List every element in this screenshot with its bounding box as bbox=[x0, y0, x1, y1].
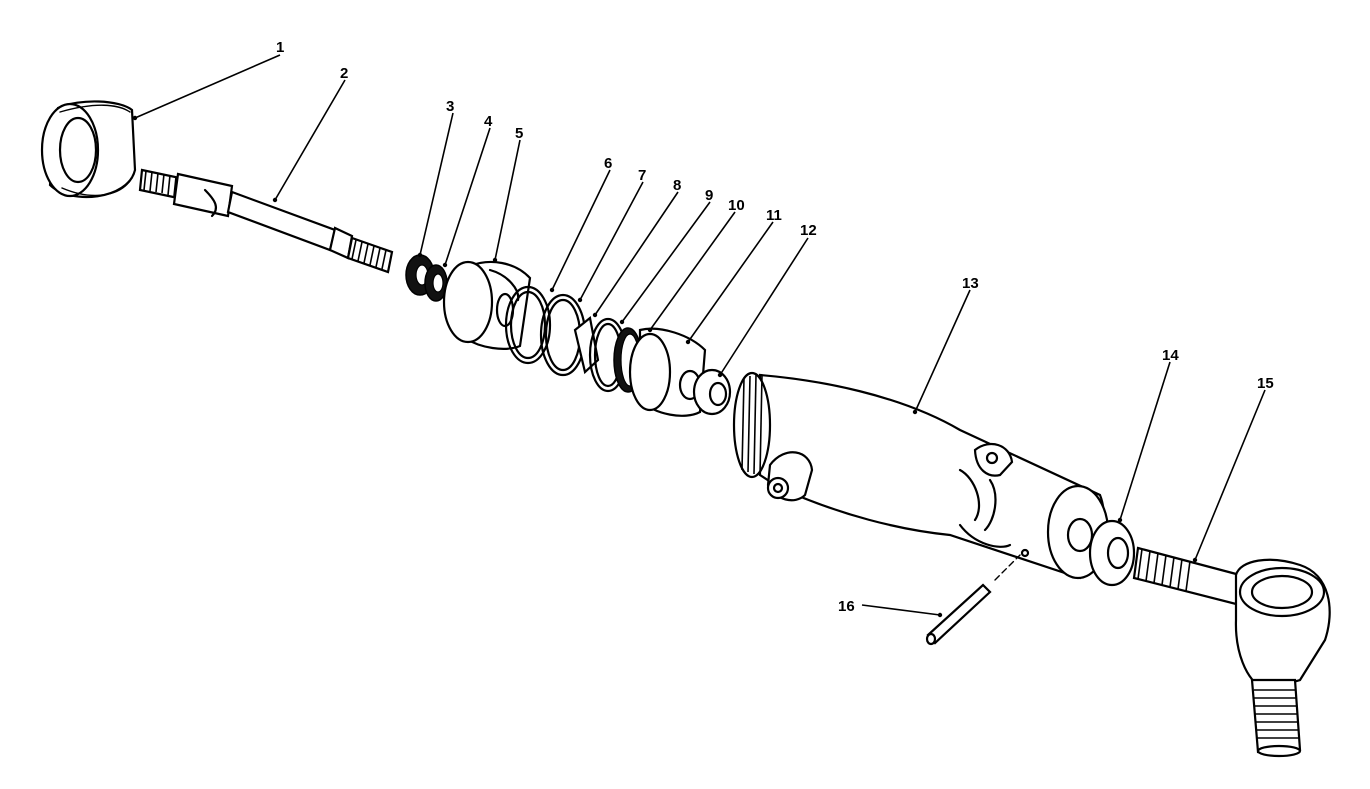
label-part-5: 5 bbox=[515, 125, 523, 142]
leader-4 bbox=[444, 127, 491, 266]
leader-6 bbox=[551, 169, 611, 291]
label-part-4: 4 bbox=[484, 113, 493, 130]
leader-14 bbox=[1119, 361, 1171, 521]
leader-2 bbox=[274, 79, 346, 201]
label-part-7: 7 bbox=[638, 167, 646, 184]
part-labels: 1 2 3 4 5 6 7 8 9 10 11 12 13 14 15 16 bbox=[276, 39, 1274, 615]
small-bush bbox=[573, 316, 600, 375]
cylinder-body bbox=[732, 371, 1110, 580]
pin bbox=[925, 554, 1021, 646]
label-part-11: 11 bbox=[766, 207, 782, 224]
label-part-3: 3 bbox=[446, 98, 454, 115]
leader-lines bbox=[132, 54, 1266, 618]
leader-5 bbox=[494, 139, 521, 261]
ball-joint-end bbox=[1132, 546, 1331, 758]
leader-12 bbox=[719, 237, 809, 376]
end-cap-nut bbox=[40, 100, 137, 199]
piston bbox=[628, 327, 707, 417]
leader-16 bbox=[861, 604, 941, 616]
label-part-2: 2 bbox=[340, 65, 348, 82]
leader-10 bbox=[649, 211, 736, 331]
label-part-8: 8 bbox=[673, 177, 681, 194]
leader-1 bbox=[134, 54, 281, 119]
o-ring-6 bbox=[504, 285, 552, 365]
piston-nut bbox=[692, 368, 732, 416]
label-part-12: 12 bbox=[800, 222, 817, 239]
label-part-6: 6 bbox=[604, 155, 612, 172]
label-part-16: 16 bbox=[838, 598, 855, 615]
leader-15 bbox=[1194, 389, 1266, 561]
label-part-15: 15 bbox=[1257, 375, 1274, 392]
leader-11 bbox=[687, 221, 774, 343]
lock-nut bbox=[1088, 519, 1136, 587]
label-part-9: 9 bbox=[705, 187, 713, 204]
label-part-10: 10 bbox=[728, 197, 745, 214]
leader-7 bbox=[579, 181, 644, 301]
leader-3 bbox=[419, 112, 454, 256]
leader-13 bbox=[914, 289, 971, 413]
label-part-13: 13 bbox=[962, 275, 979, 292]
gland-bush bbox=[442, 260, 532, 350]
leader-9 bbox=[621, 201, 711, 323]
piston-rod bbox=[138, 168, 394, 274]
leader-8 bbox=[594, 191, 679, 316]
label-part-1: 1 bbox=[276, 39, 284, 56]
label-part-14: 14 bbox=[1162, 347, 1179, 364]
